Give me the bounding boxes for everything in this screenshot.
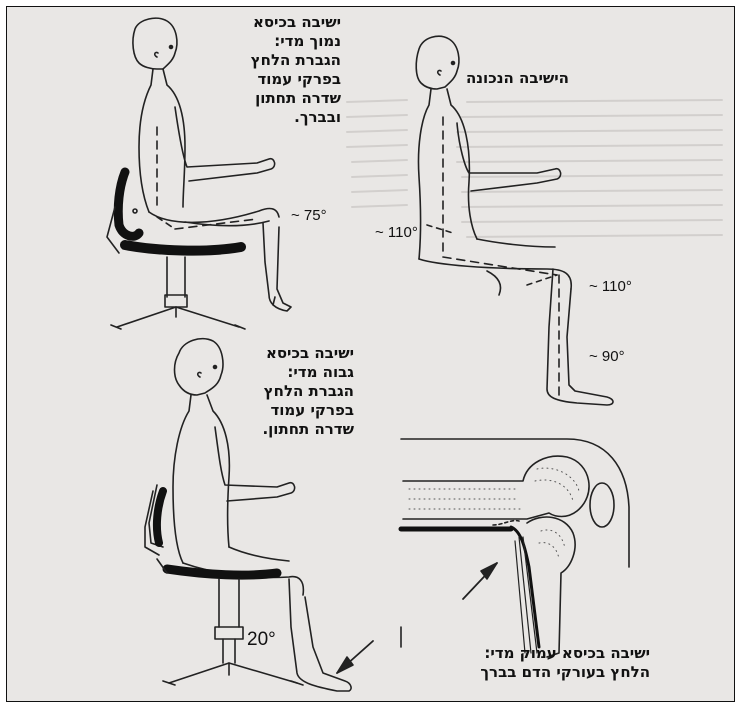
- low-chair-caption-line-3: הגברת הלחץ: [251, 51, 341, 70]
- low-chair-angle-label: ~ 75°: [291, 207, 327, 224]
- posture-illustrations: [7, 7, 735, 702]
- high-chair-caption-line-5: שדרה תחתון.: [262, 420, 354, 439]
- low-chair-caption: ישיבה בכיסא נמוך מדי: הגברת הלחץ בפרקי ע…: [251, 13, 341, 127]
- low-chair-caption-line-4: בפרקי עמוד: [251, 70, 341, 89]
- deep-chair-knee-section: [401, 439, 629, 657]
- low-chair-caption-line-5: שדרה תחתון: [251, 89, 341, 108]
- correct-caption-line-1: הישיבה הנכונה: [466, 69, 569, 88]
- high-chair-caption-line-4: בפרקי עמוד: [262, 401, 354, 420]
- deep-chair-caption: ישיבה בכיסא עמוק מדי: הלחץ בעורקי הדם בב…: [480, 644, 650, 682]
- high-chair-caption-line-2: גבוה מדי:: [262, 363, 354, 382]
- low-chair-caption-line-1: ישיבה בכיסא: [251, 13, 341, 32]
- deep-chair-caption-line-2: הלחץ בעורקי הדם בברך: [480, 663, 650, 682]
- high-chair-caption: ישיבה בכיסא גבוה מדי: הגברת הלחץ בפרקי ע…: [262, 344, 354, 439]
- low-chair-caption-line-2: נמוך מדי:: [251, 32, 341, 51]
- figure-frame: ישיבה בכיסא נמוך מדי: הגברת הלחץ בפרקי ע…: [6, 6, 735, 702]
- high-chair-angle-label: 20°: [247, 629, 276, 651]
- correct-caption: הישיבה הנכונה: [466, 69, 569, 88]
- correct-ankle-angle-label: ~ 90°: [589, 348, 625, 365]
- correct-hip-angle-label: ~ 110°: [375, 224, 418, 241]
- background-scan-text: [347, 100, 722, 237]
- deep-chair-caption-line-1: ישיבה בכיסא עמוק מדי:: [480, 644, 650, 663]
- high-chair-caption-line-1: ישיבה בכיסא: [262, 344, 354, 363]
- high-chair-caption-line-3: הגברת הלחץ: [262, 382, 354, 401]
- low-chair-caption-line-6: ובברך.: [251, 108, 341, 127]
- correct-knee-angle-label: ~ 110°: [589, 278, 632, 295]
